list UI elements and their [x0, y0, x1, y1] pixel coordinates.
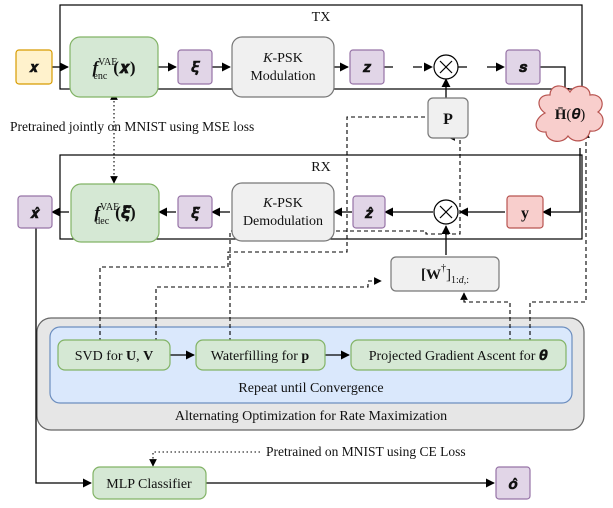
- channel-cloud-node: H̄(𝜽): [535, 85, 604, 142]
- mlp-classifier-node: MLP Classifier: [92, 466, 207, 500]
- svg-text:SVD for U, V: SVD for U, V: [75, 349, 154, 364]
- svg-text:Waterfilling for p: Waterfilling for p: [211, 349, 310, 364]
- svg-text:𝒐̂: 𝒐̂: [508, 477, 518, 493]
- svg-text:Projected Gradient Ascent for: Projected Gradient Ascent for 𝜽: [369, 349, 548, 364]
- pretrained-mse-annotation: Pretrained jointly on MNIST using MSE lo…: [10, 119, 254, 134]
- svg-text:𝒛̂: 𝒛̂: [364, 206, 374, 222]
- svg-text:𝝃̂: 𝝃̂: [191, 206, 201, 222]
- rx-panel-title: RX: [311, 160, 330, 175]
- svd-step-node: SVD for U, V: [57, 339, 171, 371]
- svg-text:H̄(𝜽): H̄(𝜽): [555, 107, 586, 123]
- received-y-node: y: [506, 195, 544, 229]
- latent-xihat-node: 𝝃̂: [177, 195, 213, 229]
- svg-text:Demodulation: Demodulation: [243, 214, 323, 229]
- modulation-node: K-PSK Modulation: [231, 36, 335, 98]
- waterfilling-step-node: Waterfilling for p: [195, 339, 326, 371]
- svg-text:MLP Classifier: MLP Classifier: [106, 477, 192, 492]
- svg-text:P: P: [443, 111, 453, 128]
- rx-multiply-node: [433, 199, 459, 225]
- latent-xi-node: 𝝃: [177, 49, 213, 85]
- tx-multiply-node: [433, 54, 459, 80]
- symbol-zhat-node: 𝒛̂: [352, 195, 386, 229]
- output-o-node: 𝒐̂: [495, 466, 531, 500]
- svg-text:K-PSK: K-PSK: [262, 51, 303, 66]
- svg-text:Modulation: Modulation: [250, 69, 315, 84]
- svg-text:𝒔: 𝒔: [519, 60, 528, 76]
- svg-text:𝒛: 𝒛: [362, 60, 372, 76]
- input-x-node: 𝒙: [15, 49, 53, 85]
- combiner-W-node: [W†]1:d,:: [390, 256, 500, 292]
- signal-s-node: 𝒔: [505, 49, 541, 85]
- pga-step-node: Projected Gradient Ascent for 𝜽: [350, 339, 567, 371]
- svg-text:𝒙: 𝒙: [28, 60, 40, 76]
- dashed-connections: [99, 116, 590, 342]
- repeat-label: Repeat until Convergence: [238, 381, 383, 396]
- svg-text:𝝃: 𝝃: [191, 60, 201, 76]
- demodulation-node: K-PSK Demodulation: [231, 182, 335, 242]
- svg-text:K-PSK: K-PSK: [262, 196, 303, 211]
- pretrained-ce-annotation: Pretrained on MNIST using CE Loss: [266, 444, 466, 459]
- tx-panel-title: TX: [312, 10, 331, 25]
- altopt-label: Alternating Optimization for Rate Maximi…: [175, 409, 447, 424]
- svg-text:[W†]1:d,:: [W†]1:d,:: [421, 263, 469, 286]
- svg-text:y: y: [521, 205, 529, 222]
- dotted-connections: [110, 92, 260, 467]
- precoder-P-node: P: [427, 97, 469, 139]
- symbol-z-node: 𝒛: [349, 49, 385, 85]
- solid-connections: [35, 62, 581, 488]
- svg-text:𝒙̂: 𝒙̂: [29, 206, 41, 222]
- output-xhat-node: 𝒙̂: [17, 195, 53, 229]
